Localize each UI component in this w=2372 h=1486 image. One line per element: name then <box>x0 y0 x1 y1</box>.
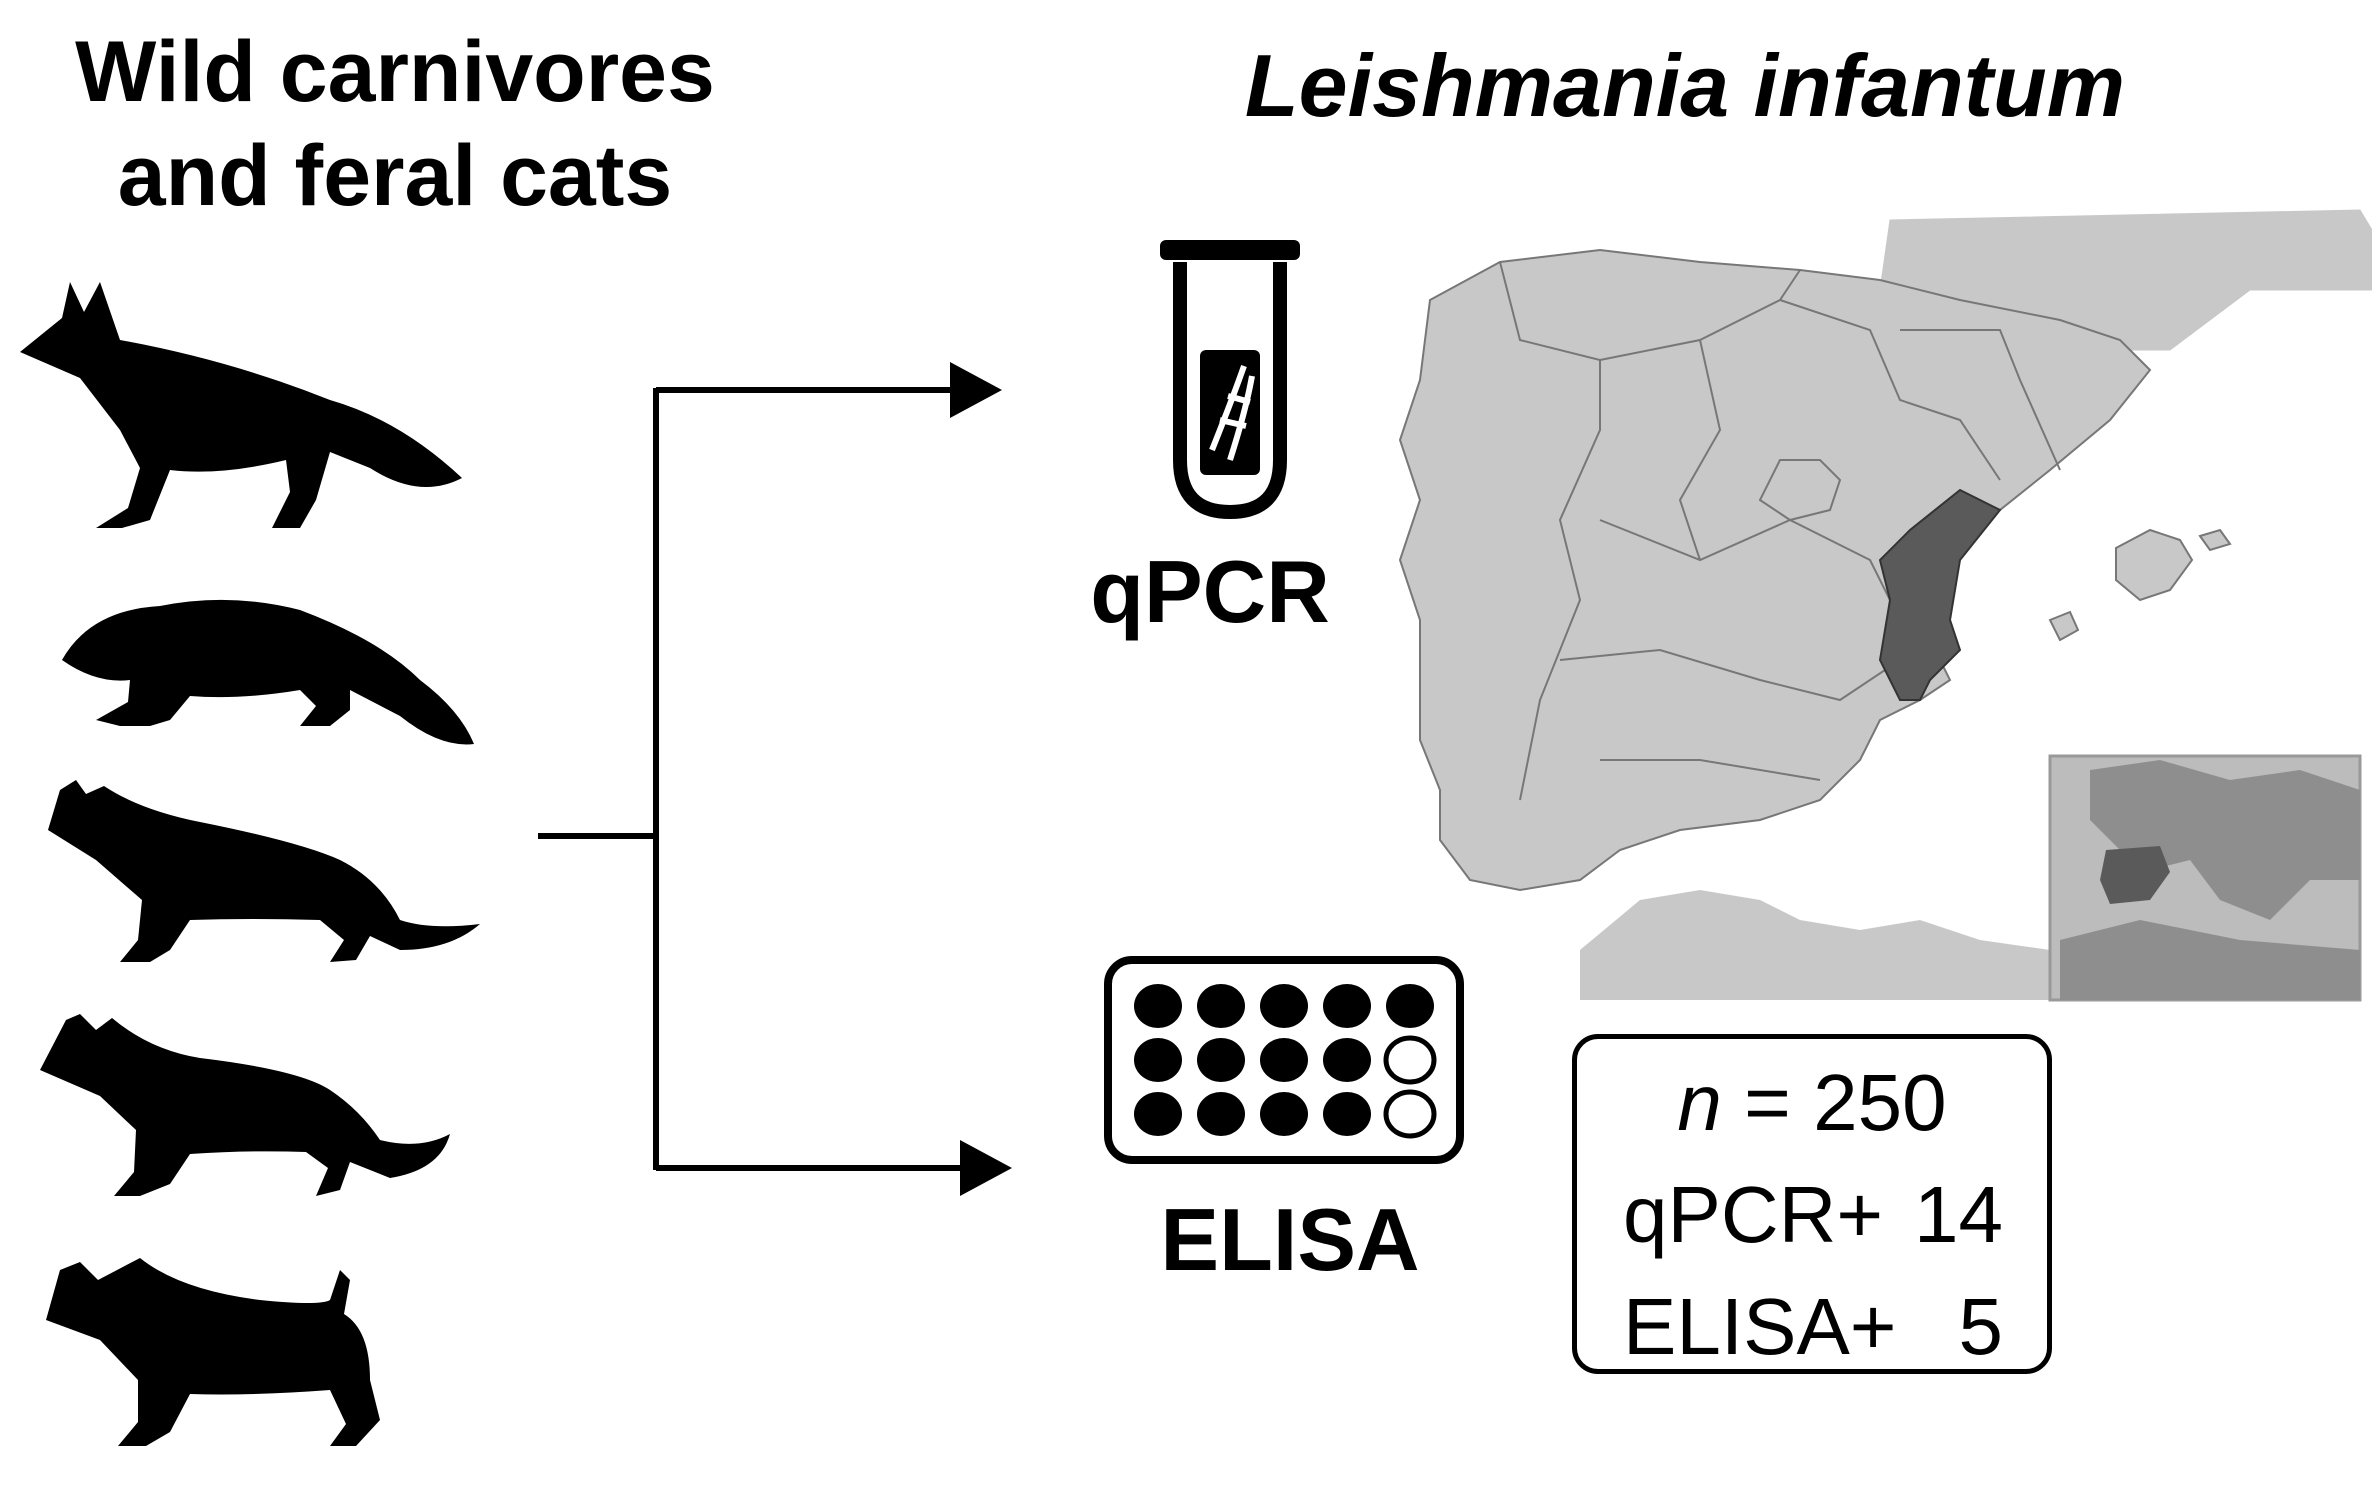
feral-cat-icon <box>46 1258 380 1446</box>
region-borders <box>1499 261 2061 801</box>
europe-inset-map <box>2048 754 2362 1002</box>
sample-size: n = 250 <box>1577 1047 2047 1159</box>
result-label: qPCR+ <box>1623 1170 1884 1259</box>
arrow-head-elisa <box>960 1140 1012 1196</box>
marten-icon <box>62 599 474 745</box>
result-row-qpcr: qPCR+ 14 <box>1577 1159 2047 1271</box>
well-filled <box>1134 1038 1182 1082</box>
result-row-elisa: ELISA+ 5 <box>1577 1271 2047 1383</box>
elisa-plate-icon <box>1104 956 1464 1164</box>
africa-land <box>1580 890 2060 1000</box>
pathogen-title: Leishmania infantum <box>1244 36 2126 135</box>
well-filled <box>1197 1038 1245 1082</box>
left-title-line-1: Wild carnivores <box>75 24 715 120</box>
elisa-label: ELISA <box>1160 1190 1420 1289</box>
spain-portugal-land <box>1398 248 2152 892</box>
branch-connector <box>538 387 960 1171</box>
left-title: Wild carnivores and feral cats <box>0 20 790 228</box>
well-filled <box>1260 1038 1308 1082</box>
well-filled <box>1323 1038 1371 1082</box>
qpcr-label: qPCR <box>1090 542 1330 641</box>
arrow-head-qpcr <box>950 362 1002 418</box>
test-tube-icon <box>1160 240 1300 520</box>
result-value: 5 <box>1958 1282 2004 1371</box>
iberia-map <box>1398 209 2372 1002</box>
well-empty <box>1383 1035 1437 1085</box>
well-filled <box>1386 984 1434 1028</box>
fox-icon <box>20 282 462 528</box>
genet-icon <box>48 780 480 962</box>
inset-africa-land <box>2060 920 2360 1000</box>
well-filled <box>1134 984 1182 1028</box>
well-filled <box>1323 984 1371 1028</box>
dna-icon <box>1209 365 1255 461</box>
sample-size-value: = 250 <box>1721 1058 1947 1147</box>
inset-europe-land <box>2090 760 2360 920</box>
well-filled <box>1197 1092 1245 1136</box>
result-value: 14 <box>1914 1170 2003 1259</box>
balearic-islands <box>2048 528 2232 642</box>
result-label: ELISA+ <box>1623 1282 1897 1371</box>
well-filled <box>1260 984 1308 1028</box>
wildcat-icon <box>40 1014 450 1196</box>
inset-spain-highlight <box>2100 846 2170 904</box>
valencia-region <box>1878 488 2002 701</box>
well-filled <box>1260 1092 1308 1136</box>
well-filled <box>1323 1092 1371 1136</box>
well-empty <box>1383 1089 1437 1139</box>
left-title-line-2: and feral cats <box>117 128 673 224</box>
animal-silhouettes <box>20 282 480 1446</box>
well-filled <box>1134 1092 1182 1136</box>
sample-size-symbol: n <box>1677 1058 1722 1147</box>
well-filled <box>1197 984 1245 1028</box>
results-box: n = 250 qPCR+ 14 ELISA+ 5 <box>1572 1034 2052 1374</box>
